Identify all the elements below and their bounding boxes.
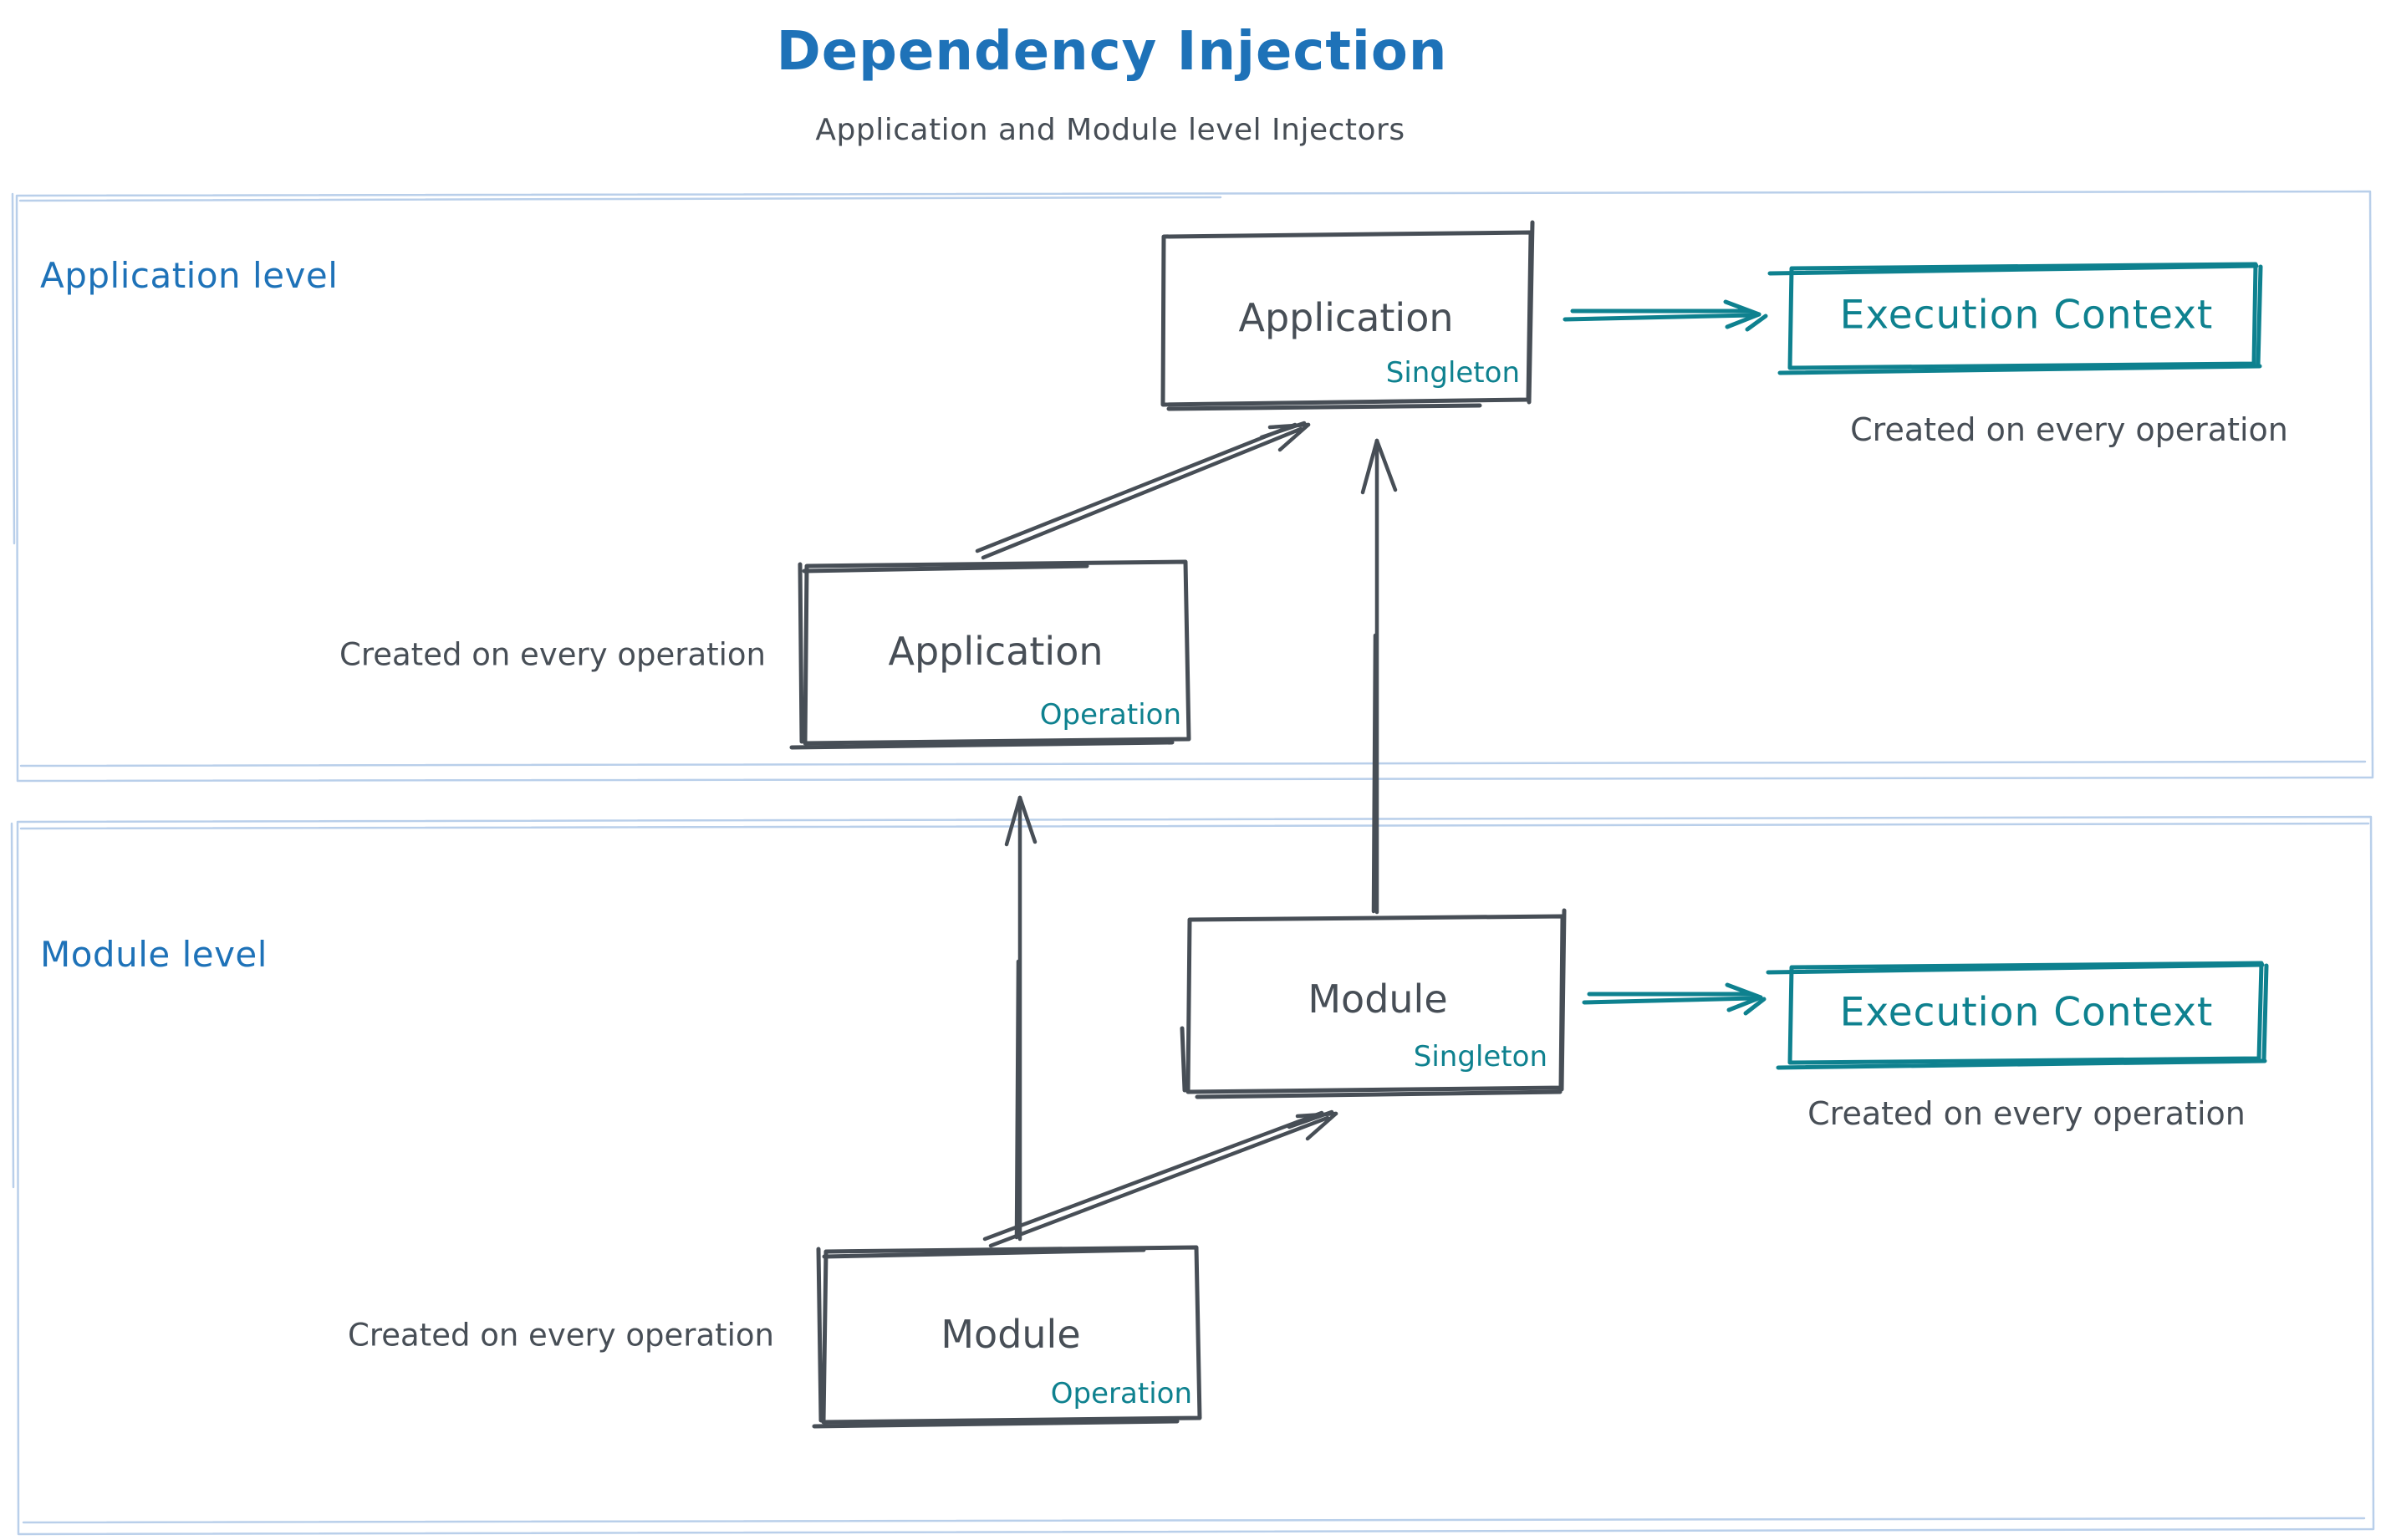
execution-context-title-application: Execution Context <box>1839 292 2214 339</box>
application-singleton-title: Application <box>1238 295 1454 340</box>
module-operation-scope: Operation <box>1050 1377 1192 1410</box>
application-singleton-scope: Singleton <box>1385 356 1520 390</box>
application-operation-title: Application <box>888 629 1104 674</box>
execution-context-box-module <box>1766 961 2269 1070</box>
arrow-app-singleton-to-execution-context <box>1563 299 1768 332</box>
module-operation-title: Module <box>941 1312 1081 1357</box>
module-singleton-scope: Singleton <box>1413 1040 1547 1073</box>
arrow-module-singleton-to-execution-context <box>1582 982 1767 1016</box>
application-level-container <box>11 190 2374 783</box>
execution-context-caption-application: Created on every operation <box>1850 411 2288 448</box>
arrow-module-operation-to-app-operation <box>1004 795 1038 1242</box>
application-operation-scope: Operation <box>1039 698 1181 732</box>
execution-context-caption-module: Created on every operation <box>1807 1095 2246 1132</box>
execution-context-title-module: Execution Context <box>1839 989 2214 1036</box>
page-subtitle: Application and Module level Injectors <box>815 113 1405 147</box>
module-operation-box <box>812 1245 1202 1429</box>
arrow-module-singleton-to-app-singleton <box>1360 438 1398 915</box>
module-level-label: Module level <box>40 934 268 975</box>
arrow-module-operation-to-module-singleton <box>982 1109 1338 1248</box>
application-operation-caption: Created on every operation <box>339 636 766 673</box>
arrow-app-operation-to-app-singleton <box>975 421 1311 560</box>
module-level-container <box>10 815 2375 1536</box>
module-singleton-title: Module <box>1308 977 1448 1022</box>
application-singleton-box <box>1160 220 1535 411</box>
execution-context-box-application <box>1767 262 2263 375</box>
page-title: Dependency Injection <box>776 21 1448 83</box>
application-level-label: Application level <box>40 255 339 296</box>
application-operation-box <box>789 559 1191 750</box>
module-operation-caption: Created on every operation <box>348 1317 774 1354</box>
module-singleton-box <box>1180 908 1567 1099</box>
